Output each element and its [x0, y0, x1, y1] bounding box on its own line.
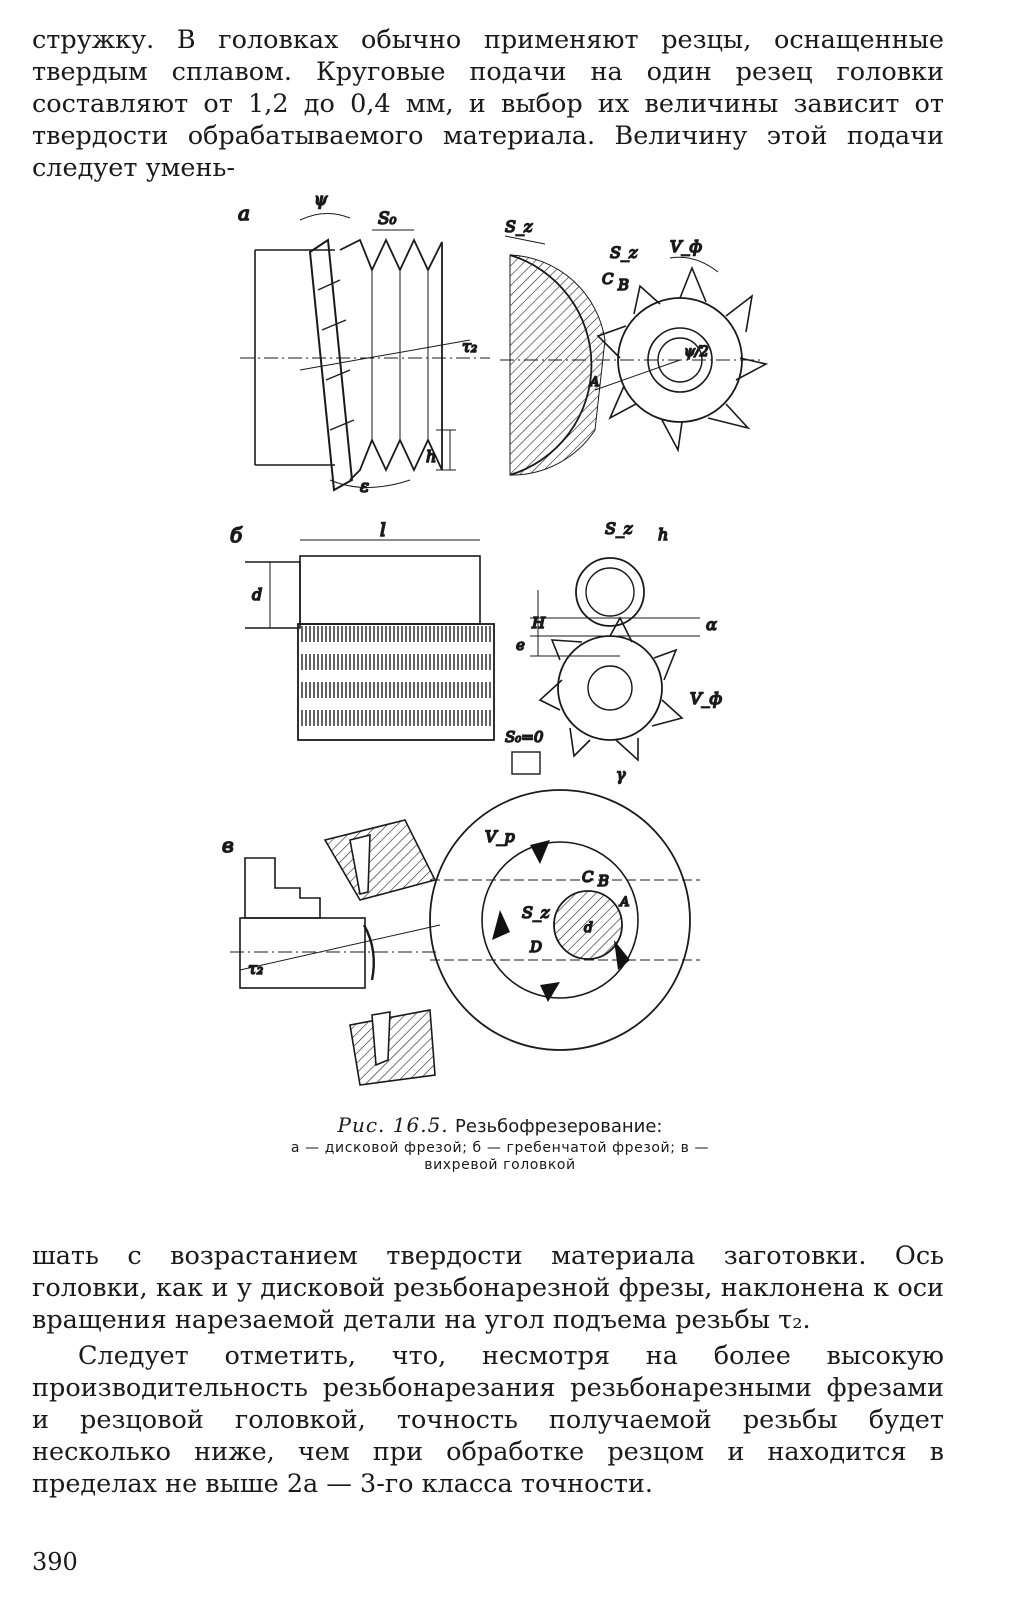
label-psi: ψ [314, 190, 328, 210]
label-b-v: B [597, 872, 609, 890]
label-a: а [238, 201, 250, 225]
label-D-v: D [529, 938, 542, 956]
label-tau2-v: τ₂ [248, 959, 263, 978]
label-sz2: S_z [610, 243, 638, 262]
label-b-part: б [230, 523, 243, 547]
label-eps: ε [360, 477, 369, 497]
label-sz-b: S_z [605, 519, 633, 538]
diagram-a: а [237, 189, 769, 498]
label-tau2: τ₂ [462, 337, 477, 356]
label-psi2: ψ/2 [684, 344, 709, 360]
figure-caption: Рис. 16.5. Резьбофрезерование: а — диско… [200, 1112, 800, 1174]
label-sz-v: S_z [522, 903, 550, 922]
caption-title: Рис. 16.5. Резьбофрезерование: [200, 1112, 800, 1140]
label-a-pt: A [589, 375, 599, 390]
paragraph-bottom-2: Следует отметить, что, несмотря на более… [32, 1341, 944, 1499]
diagram-b: б l d [229, 518, 723, 785]
caption-title-text: Резьбофрезерование: [455, 1116, 663, 1137]
label-H: H [531, 614, 546, 632]
label-alpha: α [706, 615, 717, 634]
label-d: d [252, 585, 262, 604]
label-vf: V_ф [670, 237, 702, 256]
caption-subtitle-2: вихревой головкой [424, 1157, 576, 1173]
label-h-b: h [658, 525, 668, 544]
label-c: C [602, 270, 614, 288]
paragraph-top: стружку. В головках обычно применяют рез… [32, 25, 944, 183]
label-s0-zero: S₀=0 [505, 728, 544, 746]
paragraph-bottom-1: шать с возрастанием твердости материала … [32, 1241, 944, 1335]
label-v-part: в [222, 833, 234, 857]
caption-subtitle-1: а — дисковой фрезой; б — гребенчатой фре… [290, 1140, 710, 1156]
label-c-v: C [582, 868, 594, 886]
label-vf-b: V_ф [690, 689, 722, 708]
label-e: e [516, 636, 525, 654]
page-number: 390 [32, 1548, 78, 1576]
label-a-v: A [619, 895, 629, 910]
label-d-v: d [584, 920, 593, 936]
label-vp: V_р [485, 827, 515, 846]
label-b: B [617, 276, 629, 294]
diagram-v: в τ₂ [221, 789, 700, 1086]
label-sz: S_z [505, 217, 533, 236]
label-gamma: γ [616, 765, 626, 784]
label-s0: S₀ [378, 209, 397, 229]
label-h: h [426, 447, 436, 466]
figure-16-5: а [221, 189, 769, 1086]
label-l: l [380, 520, 386, 541]
caption-label: Рис. 16.5. [337, 1113, 449, 1137]
